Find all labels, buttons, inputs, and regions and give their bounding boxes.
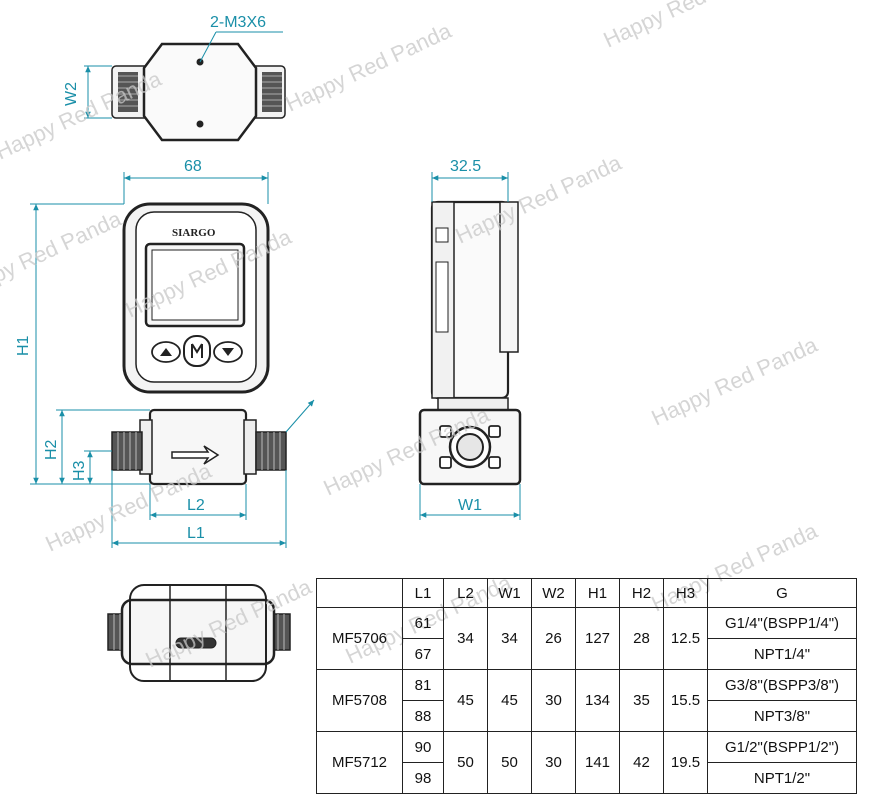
w2-cell: 30	[531, 669, 576, 732]
header-cell: H1	[575, 578, 620, 608]
table-row: MF5708 81 45 45 30 134 35 15.5 G3/8"(BSP…	[316, 669, 857, 732]
h3-label: H3	[71, 460, 88, 481]
table-row: MF5706 61 34 34 26 127 28 12.5 G1/4"(BSP…	[316, 607, 857, 670]
l1-cell: 61	[402, 607, 444, 639]
dim-h1: H1	[15, 203, 150, 485]
table-row: 98 NPT1/2"	[317, 762, 857, 794]
w1-cell: 34	[487, 607, 532, 670]
l2-cell: 45	[443, 669, 488, 732]
l1-cell: 88	[402, 700, 444, 732]
bottom-view	[107, 584, 291, 682]
g-cell: G1/2"(BSPP1/2")	[707, 731, 857, 763]
thread-leader	[285, 399, 315, 433]
h3-cell: 19.5	[663, 731, 708, 794]
brand-logo: SIARGO	[172, 227, 216, 239]
watermark-text: Happy Red Panda	[648, 332, 822, 431]
h3-cell: 15.5	[663, 669, 708, 732]
header-cell: W2	[531, 578, 576, 608]
header-cell: H2	[619, 578, 664, 608]
spec-table: L1 L2 W1 W2 H1 H2 H3 G MF5706 61 34 34 2…	[316, 578, 857, 794]
l1-cell: 90	[402, 731, 444, 763]
dim-width-68: 68	[123, 158, 269, 204]
dim-h3: H3	[71, 450, 112, 484]
header-cell	[316, 578, 403, 608]
h2-cell: 35	[619, 669, 664, 732]
dim-l2: L2	[149, 484, 247, 520]
dim-hole-spec: 2-M3X6	[199, 14, 283, 63]
h1-cell: 141	[575, 731, 620, 794]
g-cell: NPT3/8"	[707, 700, 857, 732]
l2-cell: 34	[443, 607, 488, 670]
l1-cell: 67	[402, 638, 444, 670]
hole-spec-label: 2-M3X6	[210, 14, 266, 31]
w2-cell: 26	[531, 607, 576, 670]
l1-cell: 81	[402, 669, 444, 701]
h2-cell: 42	[619, 731, 664, 794]
watermark-text: Happy Red Panda	[600, 0, 774, 53]
side-view	[418, 200, 522, 486]
h2-cell: 28	[619, 607, 664, 670]
h3-cell: 12.5	[663, 607, 708, 670]
h1-cell: 127	[575, 607, 620, 670]
w1-label: W1	[458, 497, 482, 514]
width-68-label: 68	[184, 158, 202, 175]
header-cell: G	[707, 578, 857, 608]
table-row: MF5712 90 50 50 30 141 42 19.5 G1/2"(BSP…	[316, 731, 857, 794]
l2-cell: 50	[443, 731, 488, 794]
dim-l1: L1	[111, 470, 287, 548]
depth-32-5-label: 32.5	[450, 158, 481, 175]
l1-label: L1	[187, 525, 205, 542]
h2-label: H2	[43, 439, 60, 460]
table-row: 88 NPT3/8"	[317, 700, 857, 732]
l1-cell: 98	[402, 762, 444, 794]
w1-cell: 50	[487, 731, 532, 794]
l2-label: L2	[187, 497, 205, 514]
dim-w2: W2	[63, 65, 112, 119]
watermark-text: Happy Red Panda	[282, 18, 456, 117]
g-cell: G1/4"(BSPP1/4")	[707, 607, 857, 639]
h1-cell: 134	[575, 669, 620, 732]
h1-label: H1	[15, 335, 32, 356]
w2-label: W2	[63, 82, 80, 106]
header-cell: L1	[402, 578, 444, 608]
watermark-text: Happy Red Panda	[0, 206, 126, 305]
model-cell: MF5708	[316, 669, 403, 732]
header-cell: L2	[443, 578, 488, 608]
dim-depth-32-5: 32.5	[431, 158, 509, 202]
top-view	[111, 42, 286, 142]
g-cell: G3/8"(BSPP3/8")	[707, 669, 857, 701]
front-view	[111, 202, 287, 486]
header-cell: H3	[663, 578, 708, 608]
header-cell: W1	[487, 578, 532, 608]
table-header-row: L1 L2 W1 W2 H1 H2 H3 G	[316, 578, 857, 608]
w2-cell: 30	[531, 731, 576, 794]
dim-h2: H2	[43, 409, 150, 484]
model-cell: MF5706	[316, 607, 403, 670]
dim-w1: W1	[419, 484, 521, 520]
w1-cell: 45	[487, 669, 532, 732]
g-cell: NPT1/2"	[707, 762, 857, 794]
model-cell: MF5712	[316, 731, 403, 794]
g-cell: NPT1/4"	[707, 638, 857, 670]
